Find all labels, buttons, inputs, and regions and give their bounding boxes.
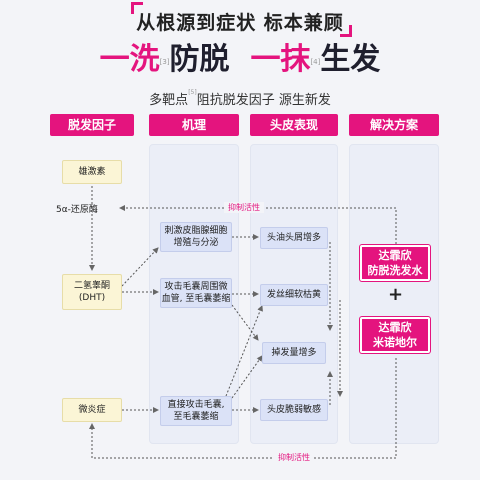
column-header-solutions: 解决方案 [349, 114, 439, 136]
arrow-mech2-to-s3 [231, 304, 259, 341]
arrow-dht-to-mech1 [121, 247, 159, 287]
inhibit-label-top: 抑制活性 [224, 202, 264, 213]
factor-reductase: 5α-还原酶 [56, 205, 98, 215]
column-header-factors: 脱发因子 [50, 114, 134, 136]
mechanism-sebaceous-line2: 增殖与分泌 [173, 238, 219, 248]
factor-androgen: 雄激素 [62, 160, 122, 184]
factor-dht-line2: (DHT) [78, 293, 106, 303]
headline: 一洗[3]防脱 一抹[4]生发 [0, 42, 480, 78]
symptom-hair-loss: 掉发量增多 [262, 342, 326, 364]
arrow-mech3-to-s3-a [231, 355, 263, 399]
arrow-inhibit-bottom [89, 358, 397, 459]
mechanism-microvessel: 攻击毛囊周围微 血管, 至毛囊萎缩 [160, 278, 232, 308]
mechanism-microvessel-line2: 血管, 至毛囊萎缩 [161, 294, 231, 304]
title-corner-bottom-right [340, 25, 352, 37]
solution-shampoo-line2: 防脱洗发水 [367, 264, 423, 277]
mechanism-sebaceous: 刺激皮脂腺细胞 增殖与分泌 [160, 222, 232, 252]
lane-solutions [349, 144, 439, 444]
headline-ref-4: [4] [310, 58, 321, 66]
column-header-symptoms: 头皮表现 [250, 114, 338, 136]
factor-inflammation: 微炎症 [62, 398, 122, 422]
headline-part-antiloss: 防脱 [169, 42, 230, 77]
headline-part-wash: 一洗 [99, 42, 160, 77]
headline-ref-3: [3] [159, 58, 170, 66]
plus-sign: + [388, 284, 404, 305]
headline-part-growth: 生发 [320, 42, 381, 77]
factor-dht-line1: 二氢睾酮 [73, 281, 110, 291]
factor-dht: 二氢睾酮 (DHT) [62, 274, 122, 310]
symptom-sensitive-scalp: 头皮脆弱敏感 [260, 399, 328, 421]
subheadline-ref-5: [5] [188, 89, 197, 96]
symptom-oily-dandruff: 头油头屑增多 [260, 227, 328, 249]
arrow-mech3-to-s2 [225, 305, 263, 397]
arrow-inhibit-top [119, 205, 397, 244]
solution-shampoo: 达霏欣 防脱洗发水 [360, 245, 430, 281]
title-corner-top-left [131, 2, 143, 14]
headline-part-apply: 一抹 [250, 42, 311, 77]
subheadline-part2: 阻抗脱发因子 源生新发 [196, 93, 331, 108]
mechanism-sebaceous-line1: 刺激皮脂腺细胞 [164, 226, 228, 236]
column-header-mechanism: 机理 [149, 114, 239, 136]
solution-minoxidil-line1: 达霏欣 [378, 321, 412, 334]
solution-minoxidil: 达霏欣 米诺地尔 [360, 317, 430, 353]
inhibit-label-bottom: 抑制活性 [274, 452, 314, 463]
subheadline: 多靶点[5]阻抗脱发因子 源生新发 [0, 89, 480, 108]
solution-shampoo-line1: 达霏欣 [378, 249, 412, 262]
page-title: 从根源到症状 标本兼顾 [136, 12, 344, 34]
mechanism-microvessel-line1: 攻击毛囊周围微 [164, 282, 228, 292]
mechanism-follicle-line1: 直接攻击毛囊, [167, 400, 225, 410]
mechanism-follicle: 直接攻击毛囊, 至毛囊萎缩 [160, 396, 232, 426]
solution-minoxidil-line2: 米诺地尔 [373, 336, 417, 349]
subheadline-part1: 多靶点 [149, 93, 189, 108]
mechanism-follicle-line2: 至毛囊萎缩 [173, 412, 219, 422]
symptom-weak-hair: 发丝细软枯黄 [260, 284, 328, 306]
